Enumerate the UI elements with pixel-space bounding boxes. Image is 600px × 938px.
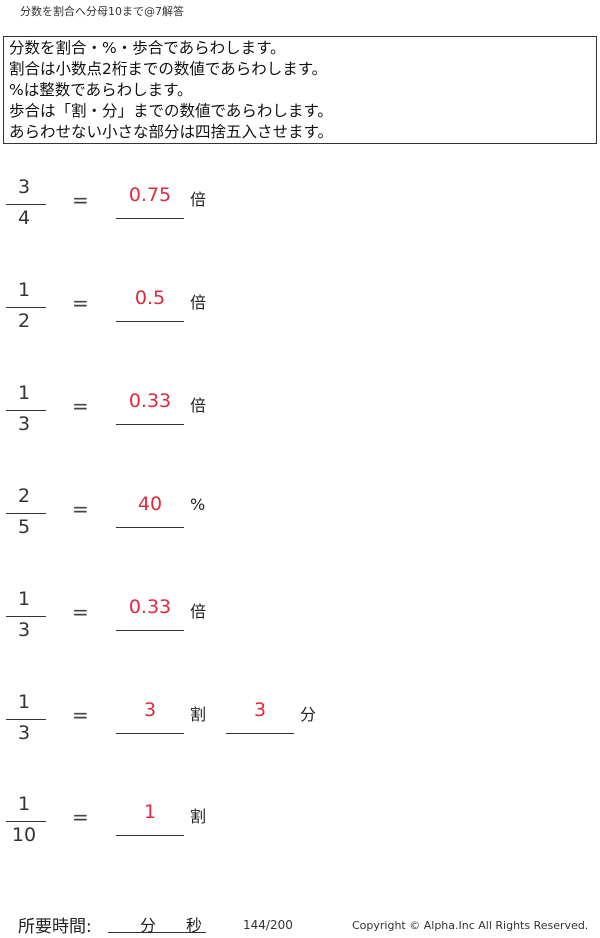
equals-sign: = bbox=[72, 600, 89, 624]
equals-sign: = bbox=[72, 188, 89, 212]
instruction-line: 割合は小数点2桁までの数値であらわします。 bbox=[9, 60, 328, 78]
problem-1: 3 4 = 0.75 倍 bbox=[0, 176, 600, 266]
answer-wari: 3 bbox=[143, 699, 157, 721]
answer-bu: 3 bbox=[253, 699, 267, 721]
fraction-bar bbox=[6, 719, 46, 720]
answer-underline bbox=[116, 527, 184, 528]
unit-label: % bbox=[190, 495, 206, 514]
unit-label: 割 bbox=[190, 807, 207, 826]
numerator: 1 bbox=[17, 691, 31, 713]
copyright: Copyright © Alpha.Inc All Rights Reserve… bbox=[352, 919, 589, 932]
answer-underline bbox=[116, 424, 184, 425]
denominator: 3 bbox=[17, 413, 31, 435]
answer: 0.33 bbox=[128, 596, 172, 618]
answer: 1 bbox=[143, 801, 157, 823]
answer-underline bbox=[116, 218, 184, 219]
unit-label: 倍 bbox=[190, 190, 207, 209]
answer: 40 bbox=[137, 493, 163, 515]
fraction-bar bbox=[6, 204, 46, 205]
fraction-bar bbox=[6, 616, 46, 617]
answer-underline bbox=[116, 835, 184, 836]
numerator: 1 bbox=[17, 793, 31, 815]
equals-sign: = bbox=[72, 497, 89, 521]
numerator: 1 bbox=[17, 382, 31, 404]
unit-label-wari: 割 bbox=[190, 705, 207, 724]
numerator: 1 bbox=[17, 279, 31, 301]
answer-underline bbox=[226, 733, 294, 734]
problem-2: 1 2 = 0.5 倍 bbox=[0, 279, 600, 369]
denominator: 4 bbox=[17, 207, 31, 229]
instructions-box: 分数を割合・%・歩合であらわします。 割合は小数点2桁までの数値であらわします。… bbox=[3, 36, 597, 144]
denominator: 2 bbox=[17, 310, 31, 332]
fraction-bar bbox=[6, 821, 46, 822]
equals-sign: = bbox=[72, 394, 89, 418]
problem-4: 2 5 = 40 % bbox=[0, 485, 600, 575]
unit-label: 倍 bbox=[190, 602, 207, 621]
answer-underline bbox=[116, 630, 184, 631]
footer: 所要時間: 分 秒 144/200 Copyright © Alpha.Inc … bbox=[0, 912, 600, 937]
worksheet-title: 分数を割合へ分母10まで@7解答 bbox=[20, 5, 184, 18]
equals-sign: = bbox=[72, 703, 89, 727]
page-number: 144/200 bbox=[243, 918, 293, 932]
fraction-bar bbox=[6, 410, 46, 411]
problem-7: 1 10 = 1 割 bbox=[0, 793, 600, 883]
minutes-unit: 分 bbox=[140, 916, 157, 935]
instruction-line: 歩合は「割・分」までの数値であらわします。 bbox=[9, 102, 333, 120]
time-underline bbox=[108, 932, 206, 933]
unit-label: 倍 bbox=[190, 293, 207, 312]
answer: 0.5 bbox=[134, 287, 166, 309]
numerator: 3 bbox=[17, 176, 31, 198]
answer-underline bbox=[116, 321, 184, 322]
answer-underline bbox=[116, 733, 184, 734]
fraction-bar bbox=[6, 513, 46, 514]
problem-6: 1 3 = 3 割 3 分 bbox=[0, 691, 600, 781]
denominator: 5 bbox=[17, 516, 31, 538]
seconds-unit: 秒 bbox=[186, 916, 203, 935]
equals-sign: = bbox=[72, 291, 89, 315]
unit-label-bu: 分 bbox=[300, 705, 317, 724]
denominator: 3 bbox=[17, 722, 31, 744]
instruction-line: %は整数であらわします。 bbox=[9, 81, 193, 99]
denominator: 10 bbox=[11, 824, 37, 846]
denominator: 3 bbox=[17, 619, 31, 641]
equals-sign: = bbox=[72, 805, 89, 829]
numerator: 1 bbox=[17, 588, 31, 610]
instruction-line: 分数を割合・%・歩合であらわします。 bbox=[9, 39, 286, 57]
unit-label: 倍 bbox=[190, 396, 207, 415]
instruction-line: あらわせない小さな部分は四捨五入させます。 bbox=[9, 123, 333, 141]
answer: 0.33 bbox=[128, 390, 172, 412]
fraction-bar bbox=[6, 307, 46, 308]
time-label: 所要時間: bbox=[18, 917, 92, 937]
numerator: 2 bbox=[17, 485, 31, 507]
answer: 0.75 bbox=[128, 184, 172, 206]
problem-5: 1 3 = 0.33 倍 bbox=[0, 588, 600, 678]
problem-3: 1 3 = 0.33 倍 bbox=[0, 382, 600, 472]
